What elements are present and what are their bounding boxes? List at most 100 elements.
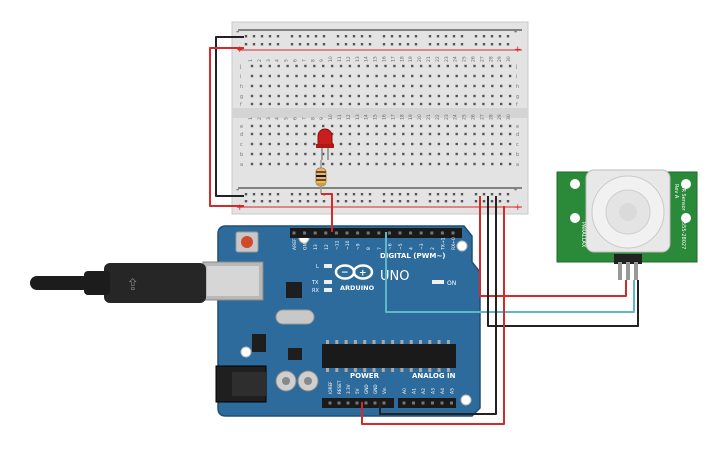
breadboard-hole[interactable] <box>313 102 316 106</box>
power-pin[interactable] <box>355 401 359 405</box>
rail-hole[interactable] <box>382 193 386 196</box>
breadboard-hole[interactable] <box>366 152 369 156</box>
breadboard-hole[interactable] <box>464 64 467 68</box>
rail-hole[interactable] <box>260 193 264 196</box>
breadboard-hole[interactable] <box>491 142 494 146</box>
rail-hole[interactable] <box>452 35 456 38</box>
breadboard-hole[interactable] <box>304 162 307 166</box>
breadboard-hole[interactable] <box>339 64 343 68</box>
breadboard-hole[interactable] <box>455 152 458 156</box>
breadboard-hole[interactable] <box>375 74 378 78</box>
breadboard-hole[interactable] <box>277 132 280 136</box>
rail-hole[interactable] <box>414 35 418 38</box>
breadboard-hole[interactable] <box>268 162 271 166</box>
rail-hole[interactable] <box>506 43 510 46</box>
breadboard-hole[interactable] <box>375 64 378 68</box>
rail-hole[interactable] <box>368 200 372 203</box>
wire-red-5v-rail[interactable] <box>361 206 505 425</box>
rail-hole[interactable] <box>436 200 440 203</box>
rail-hole[interactable] <box>498 43 502 46</box>
breadboard-hole[interactable] <box>473 162 476 166</box>
rail-hole[interactable] <box>336 43 340 46</box>
breadboard-hole[interactable] <box>268 102 271 106</box>
rail-hole[interactable] <box>498 193 502 196</box>
rail-hole[interactable] <box>260 35 264 38</box>
rail-hole[interactable] <box>298 35 302 38</box>
breadboard-hole[interactable] <box>375 94 378 98</box>
digital-pin[interactable] <box>430 231 434 235</box>
breadboard-hole[interactable] <box>366 102 369 106</box>
rail-hole[interactable] <box>460 200 464 203</box>
rail-hole[interactable] <box>498 35 502 38</box>
power-pin[interactable] <box>373 401 377 405</box>
breadboard-hole[interactable] <box>357 162 360 166</box>
rail-hole[interactable] <box>490 193 494 196</box>
rail-hole[interactable] <box>414 193 418 196</box>
breadboard-hole[interactable] <box>428 124 432 128</box>
breadboard-hole[interactable] <box>313 84 316 88</box>
breadboard-hole[interactable] <box>419 162 423 166</box>
rail-hole[interactable] <box>482 43 486 46</box>
rail-hole[interactable] <box>298 200 302 203</box>
breadboard-hole[interactable] <box>375 124 378 128</box>
breadboard-hole[interactable] <box>330 102 334 106</box>
breadboard-hole[interactable] <box>419 74 423 78</box>
breadboard-hole[interactable] <box>339 162 343 166</box>
breadboard-hole[interactable] <box>428 64 432 68</box>
breadboard-hole[interactable] <box>339 142 343 146</box>
breadboard-hole[interactable] <box>428 94 432 98</box>
rail-hole[interactable] <box>436 43 440 46</box>
breadboard-hole[interactable] <box>393 142 396 146</box>
usb-port[interactable] <box>202 261 264 301</box>
breadboard-hole[interactable] <box>500 64 503 68</box>
breadboard-hole[interactable] <box>348 102 352 106</box>
breadboard-hole[interactable] <box>402 142 405 146</box>
breadboard-hole[interactable] <box>304 84 307 88</box>
breadboard-hole[interactable] <box>393 94 396 98</box>
breadboard-hole[interactable] <box>437 132 441 136</box>
breadboard-hole[interactable] <box>313 94 316 98</box>
breadboard-hole[interactable] <box>357 152 360 156</box>
breadboard-hole[interactable] <box>437 94 441 98</box>
breadboard-hole[interactable] <box>286 162 289 166</box>
rail-hole[interactable] <box>390 193 394 196</box>
breadboard-hole[interactable] <box>304 152 307 156</box>
breadboard-hole[interactable] <box>250 152 254 156</box>
breadboard-hole[interactable] <box>411 94 414 98</box>
breadboard-hole[interactable] <box>384 132 387 136</box>
breadboard-hole[interactable] <box>268 152 271 156</box>
breadboard-hole[interactable] <box>295 132 298 136</box>
breadboard-hole[interactable] <box>330 162 334 166</box>
rail-hole[interactable] <box>444 43 448 46</box>
breadboard-hole[interactable] <box>419 94 423 98</box>
resistor[interactable] <box>315 160 327 194</box>
wire-red-rail-pir-vcc[interactable] <box>479 196 627 297</box>
breadboard-hole[interactable] <box>304 94 307 98</box>
breadboard-hole[interactable] <box>508 102 512 106</box>
breadboard-hole[interactable] <box>304 132 307 136</box>
rail-hole[interactable] <box>382 43 386 46</box>
breadboard-hole[interactable] <box>250 142 254 146</box>
breadboard-hole[interactable] <box>259 124 263 128</box>
digital-pin[interactable] <box>303 231 307 235</box>
breadboard-hole[interactable] <box>508 162 512 166</box>
breadboard-hole[interactable] <box>384 124 387 128</box>
breadboard-hole[interactable] <box>437 102 441 106</box>
breadboard-hole[interactable] <box>491 132 494 136</box>
rail-hole[interactable] <box>428 200 432 203</box>
breadboard-hole[interactable] <box>411 162 414 166</box>
digital-pin[interactable] <box>398 231 402 235</box>
breadboard-hole[interactable] <box>491 162 494 166</box>
rail-hole[interactable] <box>268 200 272 203</box>
breadboard-hole[interactable] <box>446 102 449 106</box>
breadboard-hole[interactable] <box>277 74 280 78</box>
rail-hole[interactable] <box>252 35 256 38</box>
usb-cable[interactable]: ⇪ <box>30 263 206 303</box>
breadboard-hole[interactable] <box>446 94 449 98</box>
breadboard-hole[interactable] <box>500 152 503 156</box>
breadboard-hole[interactable] <box>482 162 485 166</box>
breadboard-hole[interactable] <box>357 84 360 88</box>
breadboard-hole[interactable] <box>357 102 360 106</box>
breadboard-hole[interactable] <box>455 64 458 68</box>
